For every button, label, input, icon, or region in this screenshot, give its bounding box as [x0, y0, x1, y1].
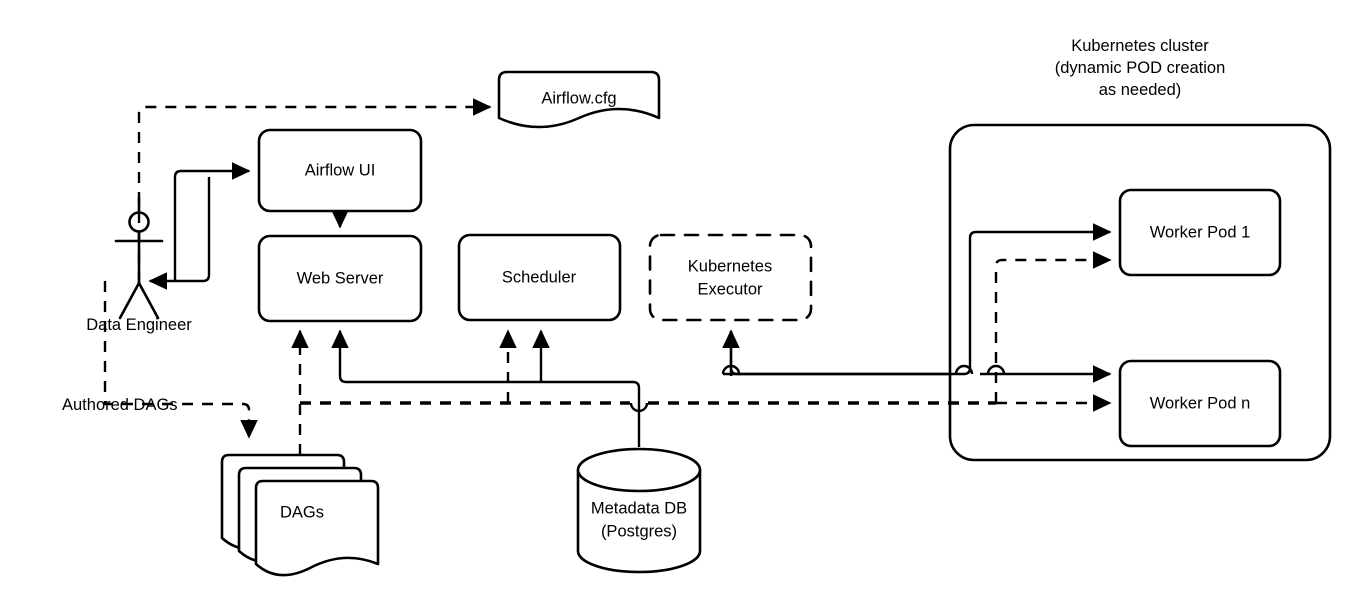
data-engineer-leg-right: [137, 281, 160, 320]
worker-pod-1-label: Worker Pod 1: [1150, 223, 1251, 241]
worker-pod-1-box: [1118, 188, 1282, 277]
airflow-ui-box: [257, 128, 423, 213]
metadata-db-cylinder-body: [576, 468, 702, 574]
node-web-server[interactable]: Web Server: [257, 234, 423, 323]
kubernetes-executor-label-line1: Kubernetes: [688, 257, 772, 275]
node-worker-pod-n[interactable]: Worker Pod n: [1118, 359, 1282, 448]
kubernetes-cluster-group: Kubernetes cluster (dynamic POD creation…: [948, 37, 1332, 462]
node-metadata-db[interactable]: Metadata DB (Postgres): [576, 447, 702, 574]
node-airflow-cfg[interactable]: Airflow.cfg: [497, 70, 661, 129]
dags-label: DAGs: [280, 503, 324, 521]
data-engineer-leg-left: [118, 281, 141, 320]
data-engineer-label: Data Engineer: [86, 316, 192, 334]
node-data-engineer[interactable]: Data Engineer: [86, 196, 192, 334]
kubernetes-executor-box: [648, 233, 813, 322]
kubernetes-cluster-title-line2: (dynamic POD creation: [1055, 59, 1226, 77]
metadata-db-cylinder-top: [576, 447, 702, 493]
edge-data-engineer-to-dags: [103, 281, 258, 439]
kubernetes-cluster-title-line3: as needed): [1099, 81, 1182, 99]
airflow-cfg-document-shape: [497, 70, 661, 129]
node-scheduler[interactable]: Scheduler: [457, 233, 622, 322]
dags-document-front: [254, 479, 380, 577]
edge-kubernetes-executor-to-worker-pod-1: [729, 223, 1112, 376]
worker-pod-n-box: [1118, 359, 1282, 448]
node-dags[interactable]: DAGs: [220, 453, 380, 577]
edge-web-server-to-data-engineer: [148, 177, 211, 290]
edge-web-server-to-airflow-ui: [173, 162, 251, 281]
line-jump-dashed-over-solid-639: [629, 402, 649, 413]
scheduler-box: [457, 233, 622, 322]
kubernetes-executor-label-line2: Executor: [697, 280, 763, 298]
web-server-box: [257, 234, 423, 323]
airflow-cfg-label: Airflow.cfg: [541, 89, 616, 107]
scheduler-label: Scheduler: [502, 268, 577, 286]
metadata-db-label-line2: (Postgres): [601, 522, 677, 540]
metadata-db-label-line1: Metadata DB: [591, 499, 687, 517]
edge-label-authored-dags: Authored DAGs: [62, 396, 178, 414]
node-worker-pod-1[interactable]: Worker Pod 1: [1118, 188, 1282, 277]
web-server-label: Web Server: [297, 269, 384, 287]
line-jump-solid-at-970: [954, 364, 974, 375]
line-jump-solid-at-731: [721, 364, 741, 375]
line-jump-solid-at-996: [986, 364, 1006, 375]
edge-metadata-db-to-web-server: [331, 329, 641, 447]
worker-pod-n-label: Worker Pod n: [1150, 394, 1251, 412]
kubernetes-cluster-title-line1: Kubernetes cluster: [1071, 37, 1209, 55]
node-kubernetes-executor[interactable]: Kubernetes Executor: [648, 233, 813, 322]
edge-dags-to-worker-pod-1: [994, 251, 1112, 403]
airflow-ui-label: Airflow UI: [305, 161, 376, 179]
node-airflow-ui[interactable]: Airflow UI: [257, 128, 423, 213]
edge-data-engineer-to-airflow-cfg: [137, 98, 492, 283]
kubernetes-cluster-boundary: [948, 123, 1332, 462]
